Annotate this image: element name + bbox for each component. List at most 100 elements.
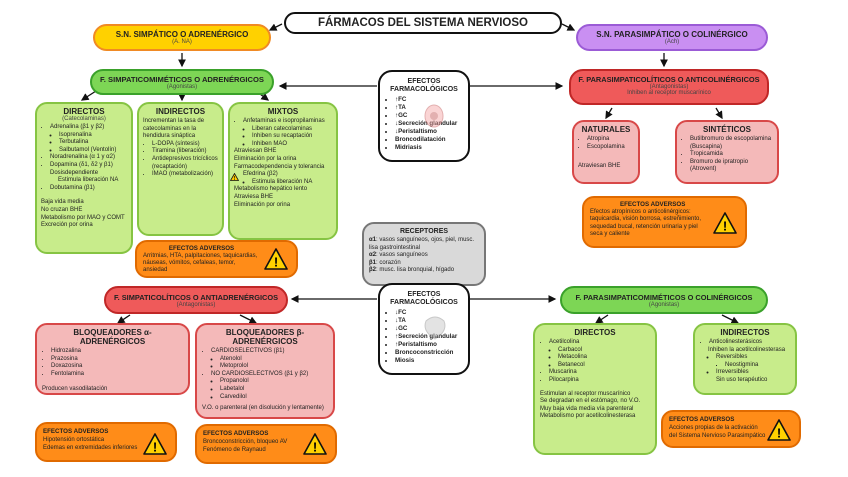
warning-icon: ! <box>713 212 737 234</box>
arrow-to-bloq-beta <box>239 314 258 324</box>
directos-box: DIRECTOS (Catecolaminas) Adrenalina (β1 … <box>35 102 133 254</box>
arrow-to-naturales <box>605 107 613 120</box>
arrow-to-sinteticos <box>715 107 723 120</box>
simpaticomimeticos-sub: (Agonistas) <box>166 84 198 90</box>
list-item: Carbacol <box>558 347 650 355</box>
list-item: CARDIOSELECTIVOS (β1) <box>211 348 328 356</box>
adv-text: Efectos atropínicos o anticolinérgicos: … <box>590 209 702 238</box>
list-item: ↓GC <box>395 325 462 333</box>
list-item: L-DOPA (síntesis) <box>152 141 218 149</box>
receptor-key: β1 <box>369 259 376 266</box>
list-item: ↓FC <box>395 309 462 317</box>
efectos-farmacologicos-1-box: EFECTOS FARMACOLÓGICOS ↑FC ↑TA ↑GC ↓Secr… <box>378 70 470 162</box>
adv-beta-box: EFECTOS ADVERSOS Broncoconstricción, blo… <box>195 424 337 464</box>
svg-text:!: ! <box>153 440 157 455</box>
arrow-to-indirectos-col <box>721 314 740 324</box>
mixtos-box: MIXTOS Anfetaminas e isopropilaminas Lib… <box>228 102 338 240</box>
indirectos-col-box: INDIRECTOS Anticolinesterásicos Inhiben … <box>693 323 797 395</box>
efectos-farmacologicos-1-title: EFECTOS FARMACOLÓGICOS <box>390 78 458 93</box>
adv-alfa-box: EFECTOS ADVERSOS Hipotensión ortostática… <box>35 422 177 462</box>
list-item: Atropina <box>587 136 634 144</box>
parasimpaticoliticos-sub: (Antagonistas) <box>649 84 689 90</box>
efectos-farmacologicos-2-box: EFECTOS FARMACOLÓGICOS ↓FC ↓TA ↓GC ↑Secr… <box>378 283 470 375</box>
arrow-to-directos-col <box>594 314 609 324</box>
adv-text: Hipotensión ortostática <box>43 437 105 443</box>
sn-simpatico-title: S.N. SIMPÁTICO O ADRENÉRGICO <box>115 30 249 39</box>
list-item: Acetilcolina <box>549 339 650 347</box>
list-item: Anticolinesterásicos <box>709 339 790 347</box>
simpaticoliticos-box: F. SIMPATICOLÍTICOS O ANTIADRENÉRGICOS (… <box>104 286 288 314</box>
arrow-to-bloq-alfa <box>116 314 131 324</box>
svg-text:!: ! <box>274 255 278 270</box>
bloq-beta-box: BLOQUEADORES β-ADRENÉRGICOS CARDIOSELECT… <box>195 323 335 419</box>
directos-note: Excreción por orina <box>41 222 93 229</box>
directos-col-list: Acetilcolina Carbacol Metacolina Betanec… <box>540 339 650 385</box>
bloq-beta-title: BLOQUEADORES β-ADRENÉRGICOS <box>225 328 305 346</box>
sn-simpatico-sub: (A. NA) <box>172 39 192 45</box>
indirectos-title: INDIRECTOS <box>155 107 206 116</box>
list-item: Prazosina <box>51 356 183 364</box>
sn-parasimpatico-sub: (Ach) <box>664 39 680 45</box>
list-item: Antidepresivos tricíclicos (recaptación) <box>152 156 218 171</box>
mixtos-title: MIXTOS <box>267 107 299 116</box>
indirectos-col-list: Anticolinesterásicos <box>700 339 790 347</box>
list-item: ↑TA <box>395 104 462 112</box>
parasimpaticoliticos-box: F. PARASIMPATICOLÍTICOS O ANTICOLINÉRGIC… <box>569 69 769 105</box>
list-item: ↓Secreción glandular <box>395 120 462 128</box>
list-item: Noradrenalina (α 1 y α2) <box>50 154 127 162</box>
warning-icon: ! <box>143 433 167 455</box>
list-item: Anfetaminas e isopropilaminas <box>243 118 332 126</box>
adv-text: Edemas en extremidades inferiores <box>43 445 138 451</box>
receptor-key: α2 <box>369 252 377 259</box>
list-item: Salbutamol (Ventolín) <box>59 147 127 155</box>
directos-col-title: DIRECTOS <box>574 328 616 337</box>
list-item: Terbutalina <box>59 139 127 147</box>
receptor-item: β2: musc. lisa bronquial, hígado <box>369 267 479 275</box>
receptores-title: RECEPTORES <box>399 228 449 235</box>
list-item: Tropicamida <box>690 151 773 159</box>
list-item: Neostigmina <box>725 362 790 370</box>
list-item: Inhiben su recaptación <box>252 133 332 141</box>
svg-text:!: ! <box>313 440 317 455</box>
list-item: Escopolamina <box>587 144 634 152</box>
mixtos-note: Atraviesan BHE <box>234 148 277 155</box>
directos-list: Adrenalina (β1 y β2) Isoprenalina Terbut… <box>41 124 127 192</box>
main-title: FÁRMACOS DEL SISTEMA NERVIOSO AUTÓNOMO <box>317 17 528 29</box>
svg-text:!: ! <box>234 176 236 181</box>
adv-title: EFECTOS ADVERSOS <box>669 416 735 423</box>
list-item: Inhiben MAO <box>252 141 332 149</box>
sinteticos-title: SINTÉTICOS <box>702 125 751 134</box>
adv-title: EFECTOS ADVERSOS <box>43 428 109 435</box>
list-item: ↓TA <box>395 317 462 325</box>
parasimpaticomimeticos-sub: (Agonistas) <box>648 302 680 308</box>
list-item: Butilbromuro de escopolamina (Buscapina) <box>690 136 773 151</box>
indirectos-col-sublist: Reversibles Neostigmina Irreversibles <box>700 354 790 377</box>
list-item: Atenolol <box>220 356 328 364</box>
list-item: Doxazosina <box>51 363 183 371</box>
mixtos-note: Eliminación por la orina <box>234 155 297 162</box>
list-item: IMAO (metabolización) <box>152 171 218 179</box>
list-item: Propanolol <box>220 378 328 386</box>
directos-col-note: Metabolismo por acetilcolinesterasa <box>540 413 636 420</box>
adv-text: Fenómeno de Raynaud <box>203 447 266 453</box>
directos-note: Baja vida media <box>41 199 84 206</box>
warning-icon: ! <box>767 419 791 441</box>
list-item: ↑Secreción glandular <box>395 333 462 341</box>
simpaticoliticos-sub: (Antagonistas) <box>176 302 216 308</box>
bloq-alfa-note: Producen vasodilatación <box>42 386 108 393</box>
simpaticomimeticos-title: F. SIMPATICOMIMÉTICOS O ADRENÉRGICOS <box>100 75 264 84</box>
directos-title: DIRECTOS <box>63 107 105 116</box>
list-item: ↑Peristaltismo <box>395 341 462 349</box>
list-item: Liberan catecolaminas <box>252 126 332 134</box>
list-item: Dopamina (δ1, δ2 y β1) <box>50 162 127 170</box>
parasimpaticoliticos-note: Inhiben al receptor muscarínico <box>627 90 711 96</box>
adv-text: Broncoconstricción, bloqueo AV <box>203 439 288 445</box>
mixtos-note: Eliminación por orina <box>234 201 291 208</box>
sn-simpatico-box: S.N. SIMPÁTICO O ADRENÉRGICO (A. NA) <box>93 24 271 51</box>
list-item: Isoprenalina <box>59 132 127 140</box>
main-title-box: FÁRMACOS DEL SISTEMA NERVIOSO AUTÓNOMO <box>284 12 562 34</box>
receptor-key: α1 <box>369 237 377 243</box>
adv-simpaticomimeticos-box: EFECTOS ADVERSOS Arritmias, HTA, palpita… <box>135 240 298 278</box>
directos-col-note: Estimulan al receptor muscarínico <box>540 390 631 397</box>
arrow-title-simpatico <box>268 23 283 31</box>
